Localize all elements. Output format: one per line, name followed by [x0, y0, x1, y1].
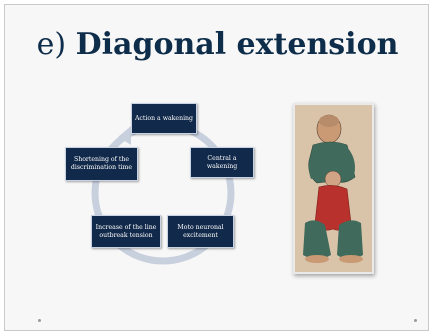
- cycle-node-label: Shortening of the discrimination time: [70, 156, 133, 171]
- title-prefix: e): [36, 27, 67, 62]
- slide-corner-dot-left: [38, 319, 41, 322]
- cycle-node-label: Action a wakening: [134, 114, 194, 122]
- slide-title: e) Diagonal extension: [5, 27, 430, 62]
- title-main: Diagonal extension: [75, 27, 399, 62]
- cycle-node-central-awakening: Central a wakening: [190, 147, 254, 178]
- stretching-illustration: [295, 105, 372, 272]
- cycle-arrow-head: [118, 126, 131, 145]
- slide-corner-dot-right: [414, 319, 417, 322]
- illustration-image: [293, 103, 374, 274]
- cycle-node-label: Central a wakening: [206, 154, 238, 170]
- cycle-node-label: Moto neuronal excitement: [177, 223, 224, 239]
- cycle-node-moto-neuronal: Moto neuronal excitement: [167, 215, 234, 248]
- cycle-node-action-awakening: Action a wakening: [131, 103, 197, 134]
- cycle-node-discrimination-time: Shortening of the discrimination time: [65, 147, 138, 181]
- slide: e) Diagonal extension Action a wakening …: [4, 4, 429, 331]
- cycle-node-label: Increase of the line outbreak tension: [95, 223, 157, 239]
- cycle-node-line-outbreak: Increase of the line outbreak tension: [91, 215, 161, 248]
